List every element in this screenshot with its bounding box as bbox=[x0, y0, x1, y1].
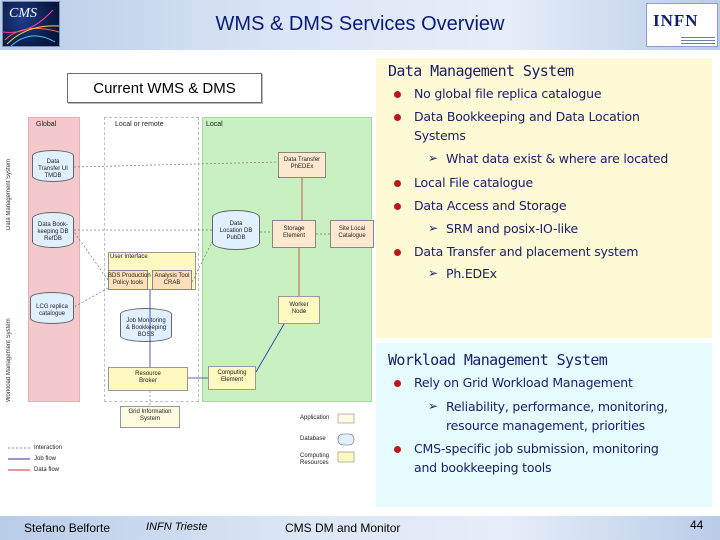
sub-bullet-arrow-icon: ➢ bbox=[428, 399, 439, 413]
node-job-monitoring bbox=[120, 308, 172, 342]
node-job-description-label: BDS Production Policy tools bbox=[108, 273, 151, 286]
node-job-description bbox=[108, 270, 148, 290]
diagram-label: Current WMS & DMS bbox=[93, 80, 236, 97]
wlm-bullet-1-sub: Reliability, performance, monitoring, bbox=[446, 399, 668, 414]
cms-logo: CMS bbox=[2, 1, 60, 47]
dms-bullet-4: Data Access and Storage bbox=[414, 198, 567, 213]
node-lcg-catalogue-label: LCG replica catalogue bbox=[36, 304, 68, 317]
footer-institute: INFN Trieste bbox=[146, 521, 208, 533]
diagram-label-box: Current WMS & DMS bbox=[67, 73, 262, 103]
slide-title: WMS & DMS Services Overview bbox=[215, 13, 505, 35]
column-head-local-remote: Local or remote bbox=[115, 121, 164, 128]
node-computing-element-label: Computing Element bbox=[217, 370, 247, 383]
bullet-dot bbox=[394, 91, 401, 98]
node-data-location-label: Data Location DB PubDB bbox=[219, 221, 253, 241]
legend-lines bbox=[8, 413, 355, 471]
node-data-bookkeeping-label: Data Book- keeping DB RefDB bbox=[37, 222, 69, 242]
dms-bullet-2-cont: Systems bbox=[414, 128, 466, 143]
wms-dms-diagram: Global Local or remote Local Data Manage… bbox=[4, 112, 376, 487]
wlm-title: Workload Management System bbox=[388, 351, 608, 369]
node-phedex-agent bbox=[278, 152, 326, 178]
infn-logo-subtitle-lines bbox=[681, 35, 715, 45]
node-worker-node-label: Worker Node bbox=[289, 302, 309, 315]
bullet-dot bbox=[394, 380, 401, 387]
sub-bullet-arrow-icon: ➢ bbox=[428, 221, 439, 235]
infn-logo: INFN bbox=[646, 3, 718, 47]
slide-header: CMS WMS & DMS Services Overview INFN bbox=[0, 0, 720, 50]
node-job-monitoring-label: Job Monitoring & Bookkeeping BOSS bbox=[125, 318, 167, 338]
node-data-bookkeeping bbox=[32, 212, 74, 248]
sub-bullet-arrow-icon: ➢ bbox=[428, 266, 439, 280]
dms-bullet-2-sub: What data exist & where are located bbox=[446, 151, 669, 166]
dms-bullet-4-sub: SRM and posix-IO-like bbox=[446, 221, 578, 236]
bullet-dot bbox=[394, 249, 401, 256]
node-grid-information bbox=[120, 406, 180, 428]
wlm-bullet-1-sub-cont: resource management, priorities bbox=[446, 418, 645, 433]
wlm-bullet-2: CMS-specific job submission, monitoring bbox=[414, 441, 659, 456]
node-grid-information-label: Grid Information System bbox=[128, 409, 172, 422]
legend-job-flow: Job flow bbox=[34, 456, 57, 462]
node-resource-broker-label: Resource Broker bbox=[135, 371, 161, 384]
wlm-bullet-2-cont: and bookkeeping tools bbox=[414, 460, 552, 475]
node-lcg-catalogue bbox=[30, 292, 74, 324]
node-storage-element-label: Storage Element bbox=[282, 226, 305, 239]
page-number: 44 bbox=[690, 518, 704, 532]
node-dataset-db bbox=[32, 150, 74, 182]
slide-footer: Stefano Belforte INFN Trieste CMS DM and… bbox=[0, 516, 720, 540]
dms-bullet-5-sub: Ph.EDEx bbox=[446, 266, 497, 281]
node-computing-element bbox=[208, 366, 256, 390]
legend-application: Application bbox=[300, 415, 330, 421]
node-phedex-agent-label: Data Transfer PhEDEx bbox=[283, 157, 321, 170]
footer-talk-title: CMS DM and Monitor bbox=[285, 521, 401, 535]
node-site-local-catalogue bbox=[330, 220, 374, 248]
node-site-local-catalogue-label: Site Local Catalogue bbox=[338, 226, 366, 239]
dms-bullet-3: Local File catalogue bbox=[414, 175, 534, 190]
wlm-bullet-1: Rely on Grid Workload Management bbox=[414, 375, 633, 390]
diagram-connections bbox=[73, 161, 330, 406]
bullet-dot bbox=[394, 446, 401, 453]
legend-data-flow: Data flow bbox=[34, 467, 60, 473]
wlm-panel bbox=[376, 343, 712, 507]
dms-bullet-1: No global file replica catalogue bbox=[414, 86, 602, 101]
dms-panel bbox=[376, 58, 712, 338]
bullet-dot bbox=[394, 114, 401, 121]
legend-interaction: Interaction bbox=[34, 445, 63, 451]
node-analysis-tool bbox=[152, 270, 192, 290]
node-user-interface-label: User Interface bbox=[110, 254, 148, 260]
sub-bullet-arrow-icon: ➢ bbox=[428, 151, 439, 165]
dms-title: Data Management System bbox=[388, 62, 574, 80]
node-data-location bbox=[212, 210, 260, 250]
node-resource-broker bbox=[108, 367, 188, 391]
bullet-dot bbox=[394, 203, 401, 210]
node-analysis-tool-label: Analysis Tool CRAB bbox=[154, 273, 190, 286]
dms-bullet-2: Data Bookkeeping and Data Location bbox=[414, 109, 640, 124]
bullet-dot bbox=[394, 180, 401, 187]
legend-computing-resources: Computing Resources bbox=[300, 453, 330, 466]
footer-author: Stefano Belforte bbox=[24, 521, 111, 535]
dms-bullet-5: Data Transfer and placement system bbox=[414, 244, 639, 259]
cms-logo-text: CMS bbox=[9, 6, 37, 21]
column-head-global: Global bbox=[36, 121, 57, 128]
node-dataset-db-label: Data Transfer UI TMDB bbox=[38, 159, 68, 179]
node-worker-node bbox=[278, 296, 320, 324]
infn-logo-text: INFN bbox=[653, 11, 699, 30]
legend-database: Database bbox=[300, 436, 326, 442]
node-storage-element bbox=[272, 220, 316, 248]
column-head-local: Local bbox=[206, 121, 223, 128]
